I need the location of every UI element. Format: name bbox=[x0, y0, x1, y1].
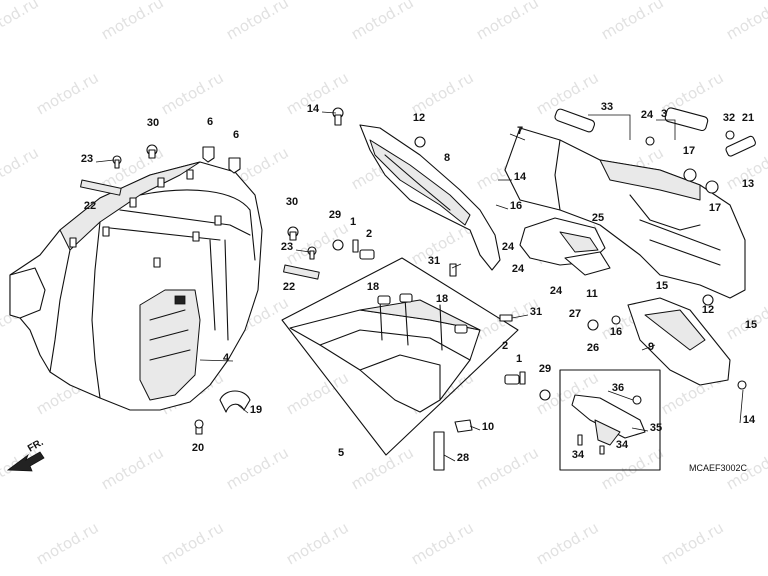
callout-c29a: 29 bbox=[329, 209, 341, 221]
callout-c17a: 17 bbox=[683, 145, 695, 157]
callout-c22a: 22 bbox=[84, 200, 96, 212]
callout-c16b: 16 bbox=[610, 326, 622, 338]
callout-c27: 27 bbox=[569, 308, 581, 320]
callout-c13: 13 bbox=[742, 178, 754, 190]
callout-c28: 28 bbox=[457, 452, 469, 464]
callout-c10: 10 bbox=[482, 421, 494, 433]
callout-c4: 4 bbox=[223, 352, 230, 364]
callout-c36: 36 bbox=[612, 382, 624, 394]
callout-c34b: 34 bbox=[616, 439, 629, 451]
watermark-text: motod.ru bbox=[723, 0, 768, 43]
watermark-text: motod.ru bbox=[98, 0, 167, 43]
callout-c15a: 15 bbox=[656, 280, 668, 292]
callout-c16a: 16 bbox=[510, 200, 522, 212]
watermark-text: motod.ru bbox=[33, 518, 102, 568]
watermark-text: motod.ru bbox=[158, 68, 227, 118]
callout-c2b: 2 bbox=[502, 340, 508, 352]
callout-c31b: 31 bbox=[530, 306, 542, 318]
callout-c24d: 24 bbox=[550, 285, 563, 297]
callout-c23b: 23 bbox=[281, 241, 293, 253]
callout-c24a: 24 bbox=[641, 109, 654, 121]
callout-c15b: 15 bbox=[745, 319, 757, 331]
watermark-text: motod.ru bbox=[473, 443, 542, 493]
watermark-text: motod.ru bbox=[473, 0, 542, 43]
callout-c30b: 30 bbox=[286, 196, 298, 208]
watermark-text: motod.ru bbox=[408, 518, 477, 568]
callout-c14a: 14 bbox=[307, 103, 320, 115]
rear-fender-assembly bbox=[9, 161, 263, 435]
callout-c11: 11 bbox=[586, 288, 598, 300]
callout-c24b: 24 bbox=[502, 241, 515, 253]
license-bracket-assembly bbox=[281, 239, 551, 471]
callout-c12b: 12 bbox=[702, 304, 714, 316]
callout-c21: 21 bbox=[742, 112, 754, 124]
callout-c5: 5 bbox=[338, 447, 344, 459]
watermark-text: motod.ru bbox=[0, 143, 42, 193]
callout-c34a: 34 bbox=[572, 449, 585, 461]
rear-frame-assembly bbox=[332, 107, 756, 390]
callout-c26: 26 bbox=[587, 342, 599, 354]
callout-c29b: 29 bbox=[539, 363, 551, 375]
callout-c20: 20 bbox=[192, 442, 204, 454]
watermark-text: motod.ru bbox=[223, 443, 292, 493]
watermark-text: motod.ru bbox=[533, 518, 602, 568]
watermark-text: motod.ru bbox=[283, 368, 352, 418]
callout-c1b: 1 bbox=[350, 216, 356, 228]
callout-c17b: 17 bbox=[709, 202, 721, 214]
callout-c35: 35 bbox=[650, 422, 662, 434]
callout-c33: 33 bbox=[601, 101, 613, 113]
callout-c14b: 14 bbox=[514, 171, 527, 183]
callout-c22b: 22 bbox=[283, 281, 295, 293]
callout-c30a: 30 bbox=[147, 117, 159, 129]
callout-c14c: 14 bbox=[743, 414, 756, 426]
callout-c18a: 18 bbox=[367, 281, 379, 293]
callout-c6b: 6 bbox=[233, 129, 239, 141]
callout-c19: 19 bbox=[250, 404, 262, 416]
watermark-text: motod.ru bbox=[283, 518, 352, 568]
callout-c23a: 23 bbox=[81, 153, 93, 165]
watermark-text: motod.ru bbox=[658, 518, 727, 568]
callout-c1a: 1 bbox=[516, 353, 522, 365]
watermark-text: motod.ru bbox=[33, 68, 102, 118]
callout-c7: 7 bbox=[517, 125, 523, 137]
watermark-text: motod.ru bbox=[598, 443, 667, 493]
direction-label: FR. bbox=[26, 437, 46, 455]
callout-c2a: 2 bbox=[366, 228, 372, 240]
callout-c24c: 24 bbox=[512, 263, 525, 275]
fender-clips bbox=[69, 169, 222, 268]
watermark-text: motod.ru bbox=[223, 0, 292, 43]
callout-c9: 9 bbox=[648, 341, 654, 353]
leader-lines bbox=[95, 111, 744, 462]
watermark-text: motod.ru bbox=[98, 443, 167, 493]
callout-c32: 32 bbox=[723, 112, 735, 124]
inset-detail bbox=[559, 369, 661, 471]
watermark-text: motod.ru bbox=[158, 518, 227, 568]
callout-c8: 8 bbox=[444, 152, 450, 164]
callout-c3: 3 bbox=[661, 108, 667, 120]
watermark-text: motod.ru bbox=[408, 68, 477, 118]
watermark-text: motod.ru bbox=[348, 0, 417, 43]
callout-c6a: 6 bbox=[207, 116, 213, 128]
watermark-text: motod.ru bbox=[598, 0, 667, 43]
watermark-text: motod.ru bbox=[0, 0, 42, 43]
callout-c31a: 31 bbox=[428, 255, 440, 267]
figure-code: MCAEF3002C bbox=[689, 463, 748, 473]
callout-c25: 25 bbox=[592, 212, 604, 224]
callout-c18b: 18 bbox=[436, 293, 448, 305]
fastener-group-left bbox=[80, 144, 320, 280]
callout-c12a: 12 bbox=[413, 112, 425, 124]
